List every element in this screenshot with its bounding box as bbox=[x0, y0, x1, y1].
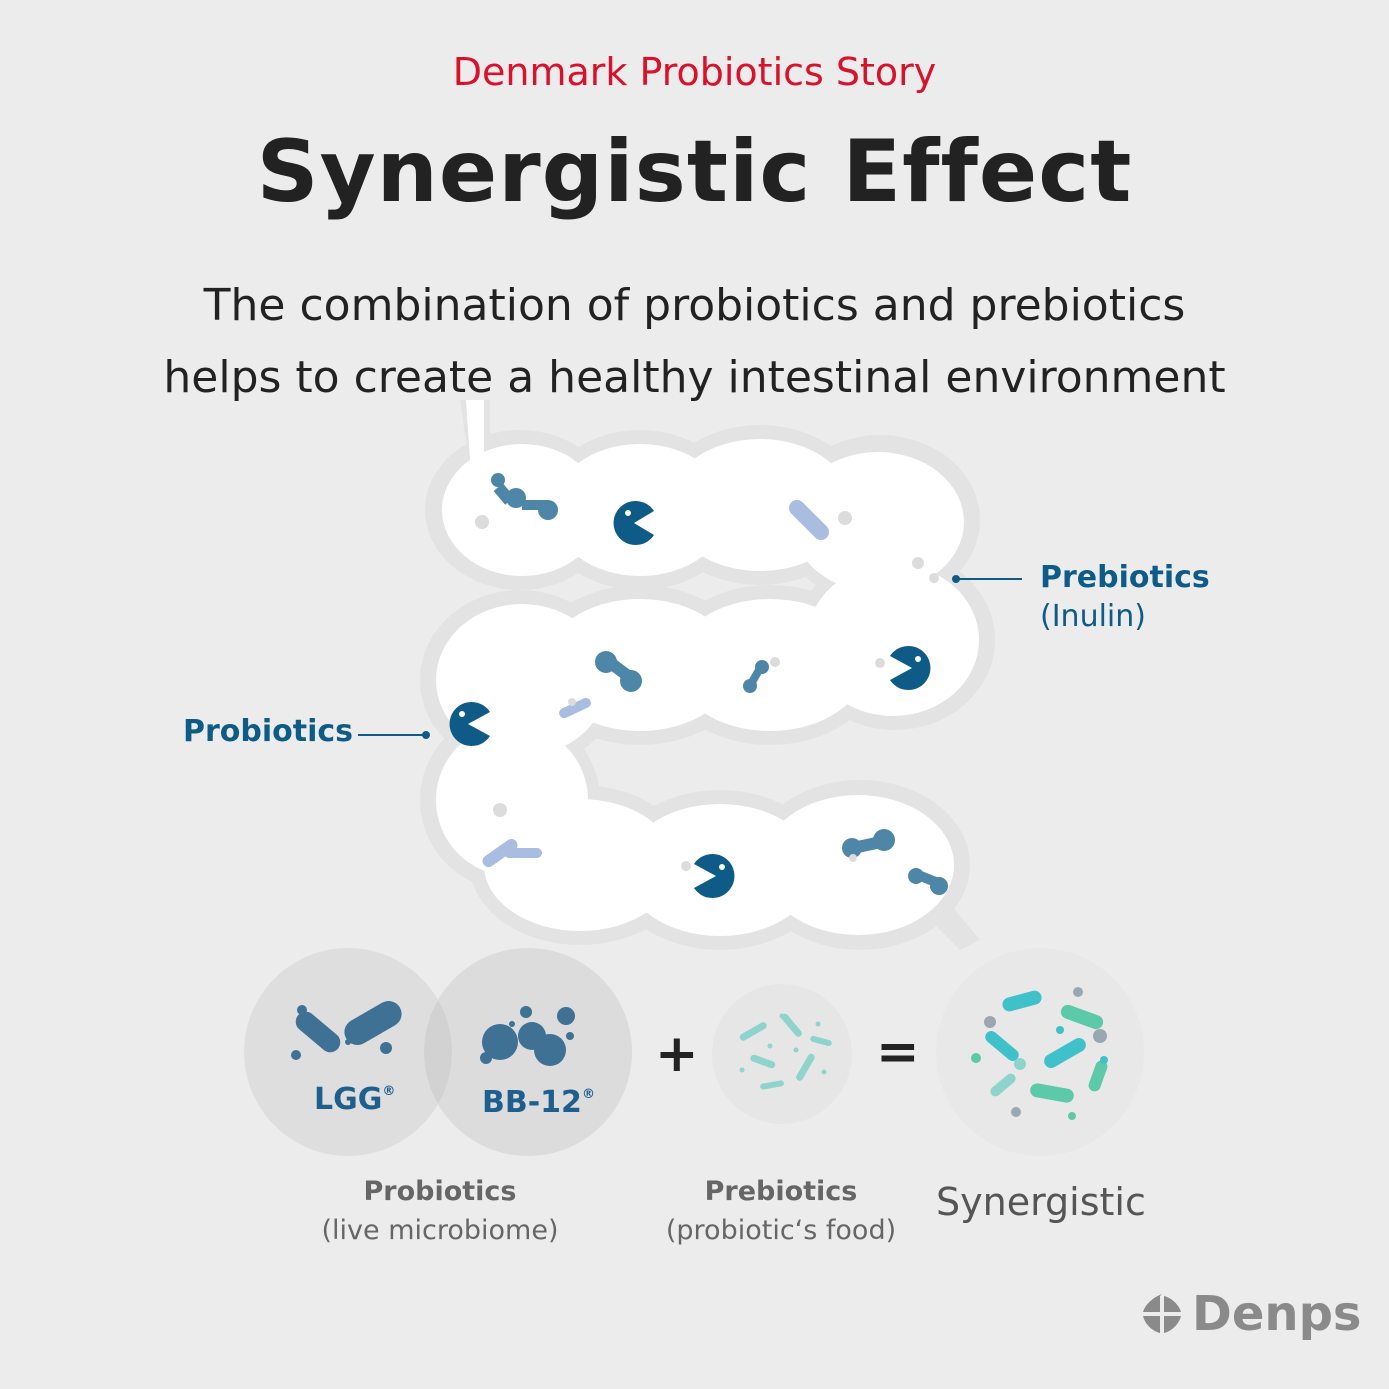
probiotic-cell bbox=[890, 646, 931, 690]
lgg-circle bbox=[244, 948, 452, 1156]
prebiotics-callout-sub: (Inulin) bbox=[1040, 599, 1146, 634]
food-particles bbox=[475, 511, 939, 871]
lgg-bacteria-icon bbox=[291, 1001, 402, 1060]
brand-name: Denps bbox=[1192, 1286, 1362, 1342]
bacteria-clusters bbox=[491, 473, 948, 895]
subtitle: The combination of probiotics and prebio… bbox=[0, 270, 1389, 414]
eyebrow-title: Denmark Probiotics Story bbox=[452, 50, 937, 94]
plus-sign: + bbox=[655, 1024, 699, 1084]
bb12-name: BB-12 bbox=[482, 1085, 582, 1120]
prebiotics-callout-label: Prebiotics bbox=[1040, 560, 1210, 595]
probiotics-caption: Probiotics (live microbiome) bbox=[290, 1176, 590, 1246]
prebiotics-circle bbox=[712, 984, 852, 1124]
lgg-label: LGG® bbox=[314, 1082, 395, 1117]
synergistic-bacteria-icon bbox=[971, 987, 1108, 1120]
probiotic-cell bbox=[694, 854, 735, 899]
prebiotics-callout: Prebiotics (Inulin) bbox=[1040, 560, 1210, 634]
intestine-illustration bbox=[358, 400, 1022, 950]
bb12-bacteria-icon bbox=[480, 1006, 575, 1066]
prebiotics-caption: Prebiotics (probiotic‘s food) bbox=[640, 1176, 922, 1246]
lgg-registered-mark: ® bbox=[382, 1084, 396, 1099]
subtitle-line-1: The combination of probiotics and prebio… bbox=[203, 280, 1186, 331]
equals-sign: = bbox=[876, 1022, 920, 1082]
brand-logo: Denps bbox=[1140, 1286, 1362, 1342]
bb12-label: BB-12® bbox=[482, 1085, 595, 1120]
denps-logo-icon bbox=[1143, 1294, 1181, 1333]
prebiotic-fibers bbox=[482, 499, 830, 868]
prebiotics-fiber-icon bbox=[739, 1013, 832, 1090]
subtitle-line-2: helps to create a healthy intestinal env… bbox=[163, 352, 1226, 403]
probiotic-cell bbox=[613, 501, 654, 546]
probiotics-callout-label: Probiotics bbox=[183, 714, 354, 749]
intestine-lumen bbox=[436, 400, 979, 936]
equation-graphics bbox=[244, 948, 1144, 1156]
probiotics-caption-title: Probiotics bbox=[363, 1176, 517, 1207]
leader-lines bbox=[358, 575, 1022, 739]
bb12-circle bbox=[424, 948, 632, 1156]
prebiotics-caption-sub: (probiotic‘s food) bbox=[665, 1215, 897, 1246]
page-title: Synergistic Effect bbox=[256, 122, 1133, 222]
probiotics-caption-sub: (live microbiome) bbox=[321, 1215, 559, 1246]
synergistic-circle bbox=[936, 948, 1144, 1156]
lgg-name: LGG bbox=[314, 1082, 383, 1117]
prebiotics-caption-title: Prebiotics bbox=[704, 1176, 858, 1207]
synergistic-caption: Synergistic bbox=[936, 1180, 1146, 1224]
bb12-registered-mark: ® bbox=[581, 1087, 595, 1102]
